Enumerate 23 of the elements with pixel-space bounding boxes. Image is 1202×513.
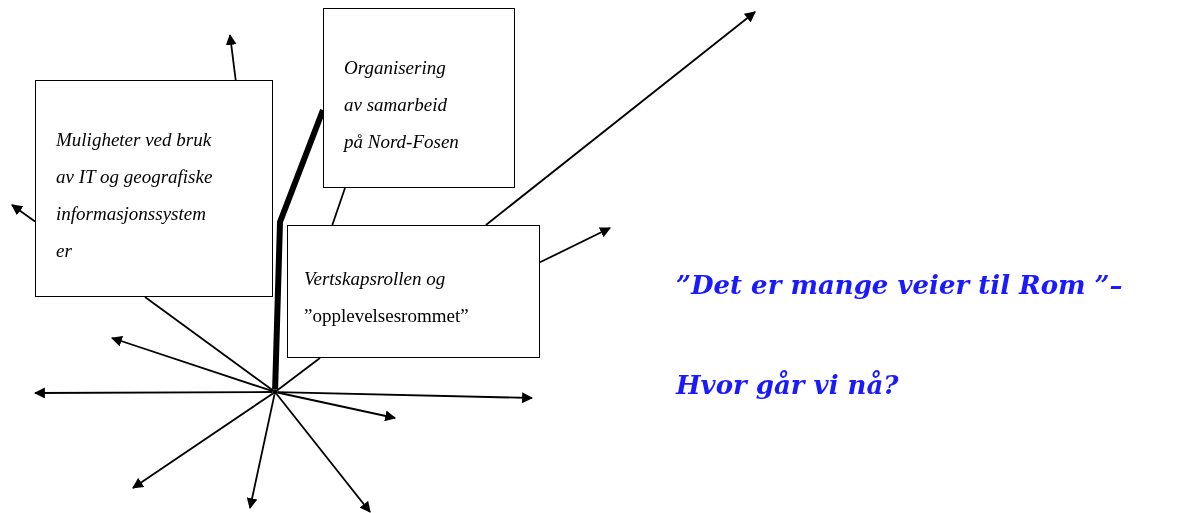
arrow [225, 33, 237, 81]
connector-line [331, 187, 346, 226]
arrow [275, 393, 371, 513]
arrow [132, 392, 274, 489]
connector-line [276, 357, 321, 392]
arrow [276, 391, 534, 404]
text-box [287, 225, 540, 358]
hub-point [272, 389, 278, 395]
arrow [539, 227, 611, 264]
arrow [246, 393, 276, 510]
arrow [33, 387, 274, 399]
arrow [110, 335, 274, 393]
box-text: Vertskapsrollen og ”opplevelsesrommet” [304, 267, 470, 328]
text-box [35, 80, 273, 297]
arrow [11, 204, 36, 223]
heading-text: Hvor går vi nå? [676, 370, 899, 400]
box-text: Muligheter ved bruk av IT og geografiske informasjonssystem er [56, 128, 214, 263]
connector-line [144, 296, 274, 392]
text-box [323, 8, 515, 188]
box-text: Organisering av samarbeid på Nord-Fosen [344, 56, 460, 154]
heading-text: ”Det er mange veier til Rom ”– [676, 270, 1123, 300]
arrow [276, 391, 397, 422]
arrow [485, 11, 756, 226]
